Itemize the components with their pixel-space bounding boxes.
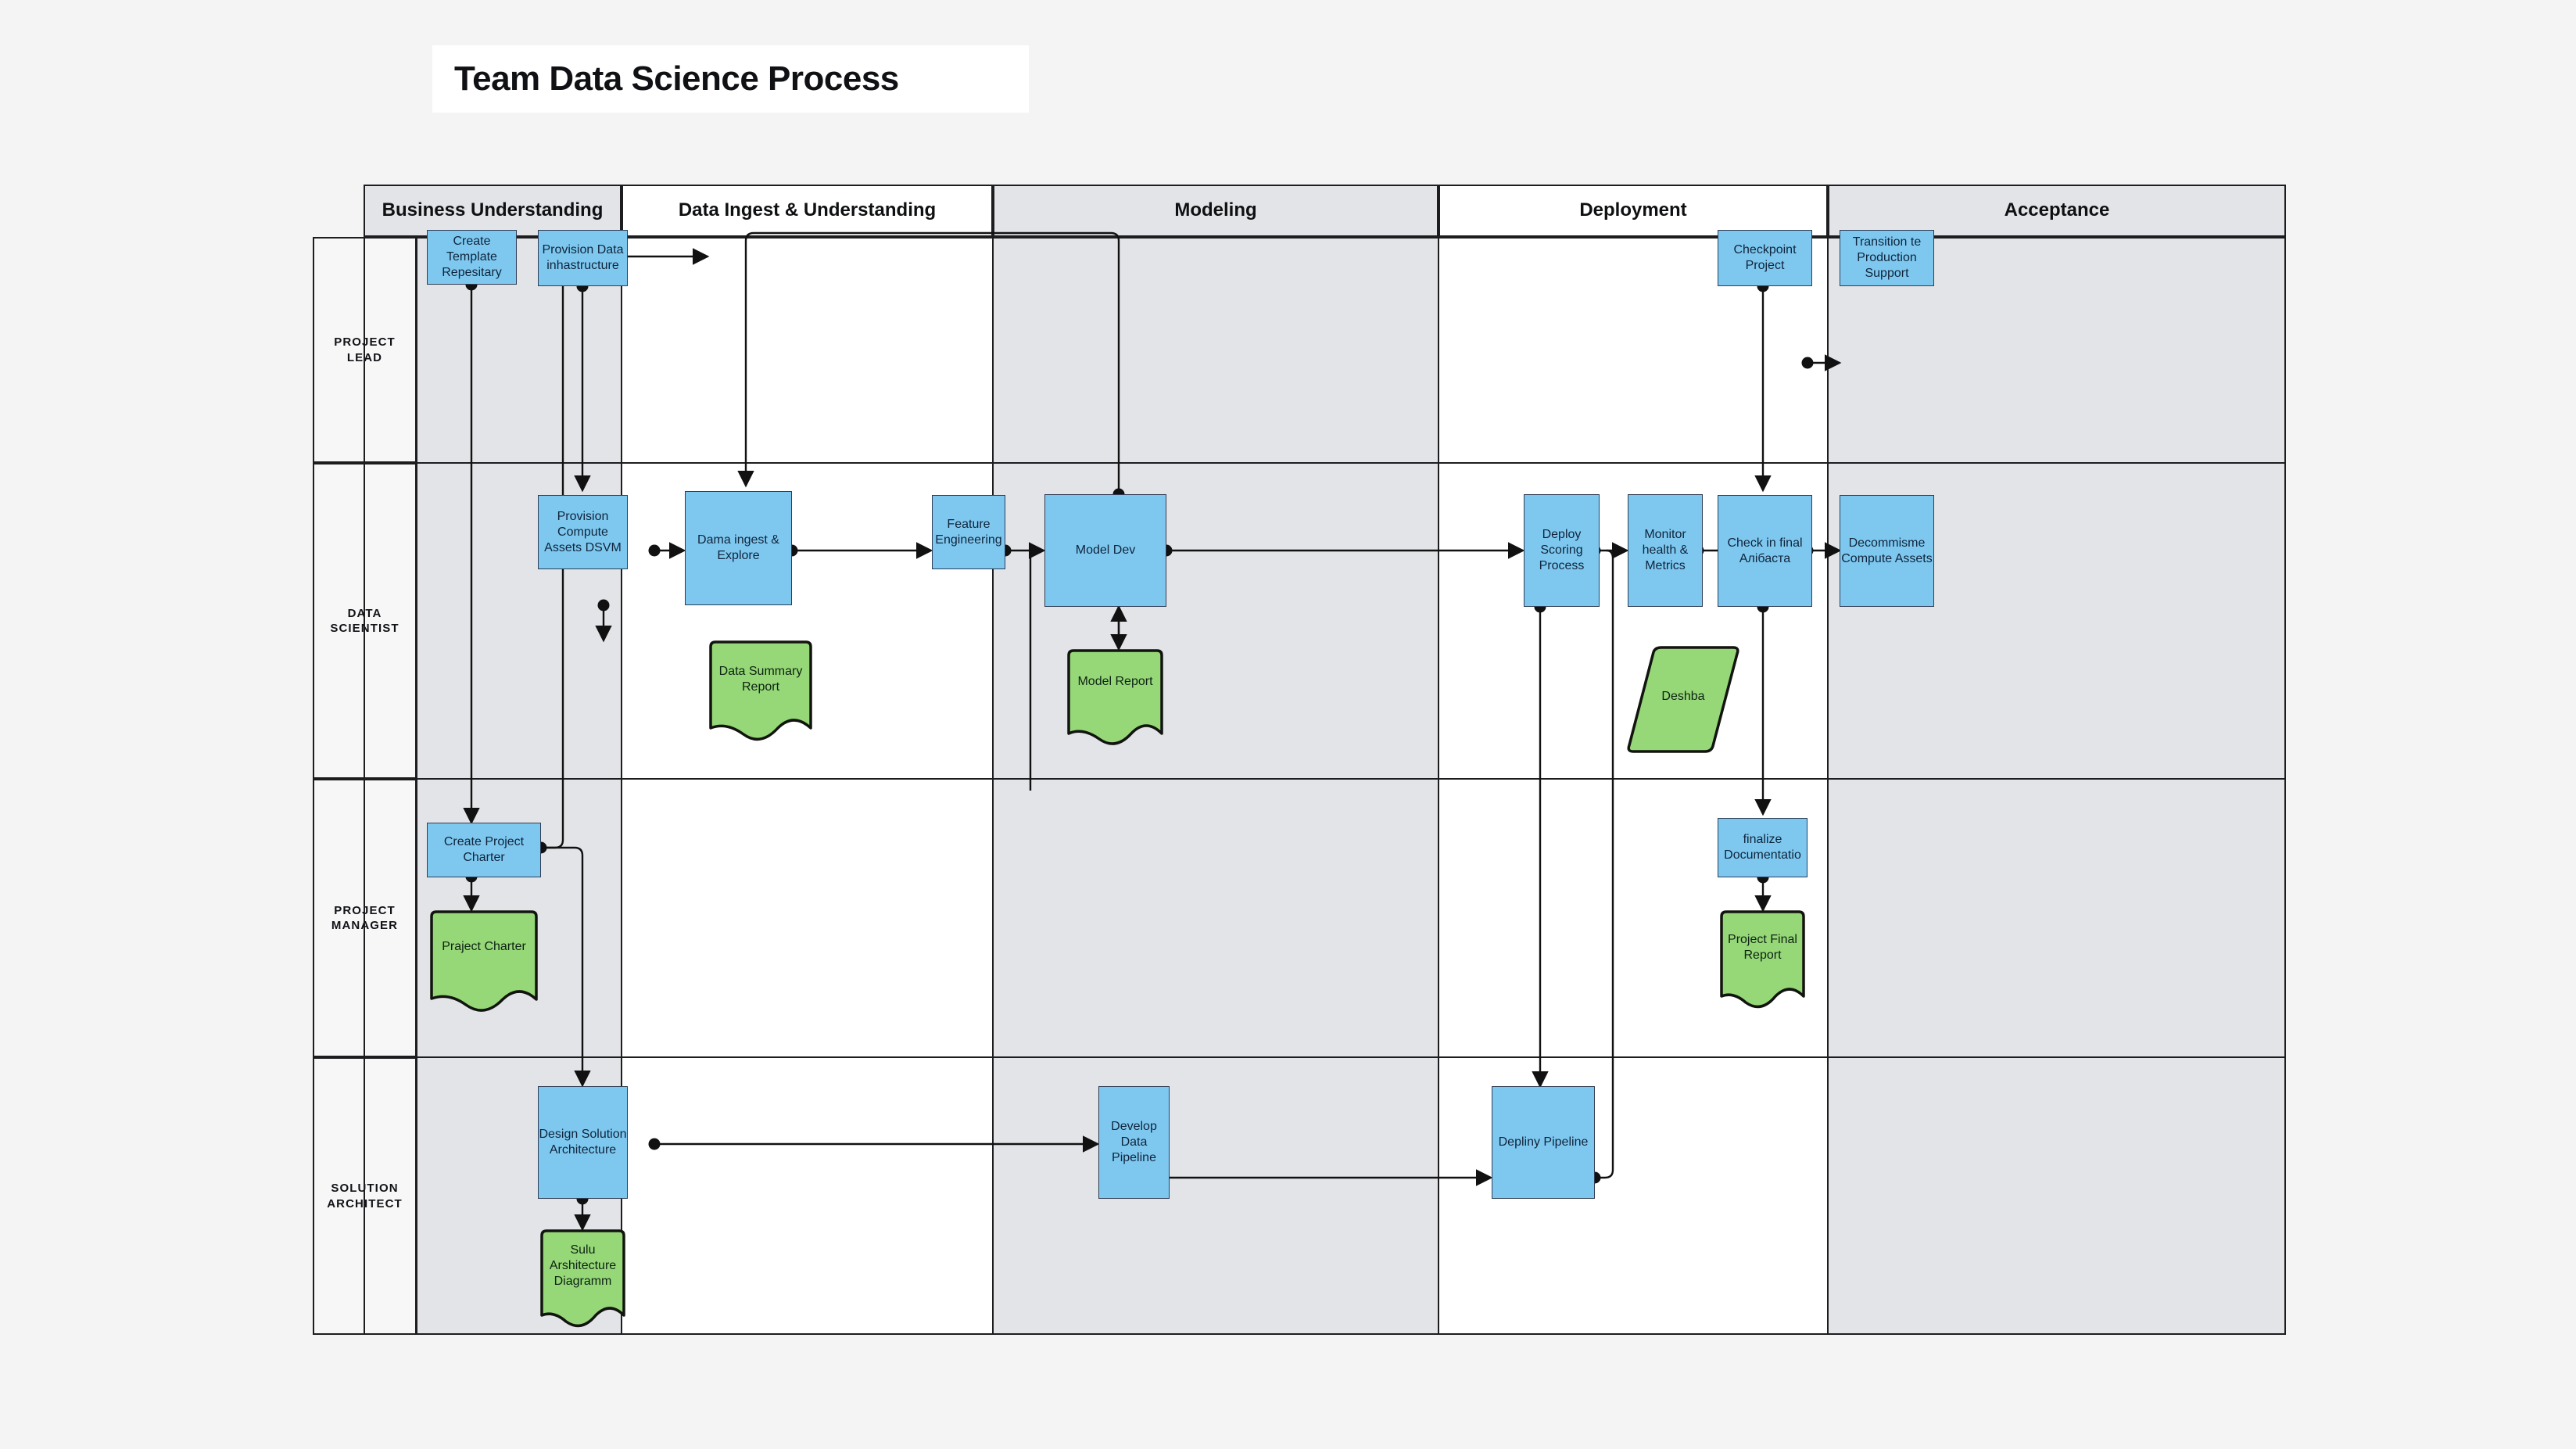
column-header-modeling: Modeling: [993, 185, 1438, 237]
node-checkpoint-project[interactable]: Checkpoint Project: [1718, 230, 1812, 286]
node-data-ingest-and-explore[interactable]: Dama ingest & Explore: [685, 491, 792, 605]
node-project-charter-doc[interactable]: [427, 910, 541, 1016]
connector-layer: [463, 231, 1842, 1232]
cell-pm-ac: [1828, 779, 2286, 1057]
node-deploy-scoring-process[interactable]: Deploy Scoring Process: [1524, 494, 1600, 607]
node-model-dev[interactable]: Model Dev: [1044, 494, 1166, 607]
cell-pm-di: [622, 779, 993, 1057]
node-create-template-repository[interactable]: Create Template Repesitary: [427, 230, 517, 285]
node-feature-engineering[interactable]: Feature Engineering: [932, 495, 1005, 569]
node-project-final-report[interactable]: [1718, 910, 1807, 1012]
column-header-data-ingest-understanding: Data Ingest & Understanding: [622, 185, 993, 237]
node-decommission-compute-assets[interactable]: Decommisme Compute Assets: [1840, 495, 1934, 607]
edge-monitor-down-to-pipeline: [1599, 549, 1614, 1179]
page-title: Team Data Science Process: [454, 59, 899, 98]
swimlane-grid: Business Understanding Data Ingest & Und…: [313, 185, 2286, 1397]
node-dashboard[interactable]: [1625, 646, 1741, 754]
column-header-deployment: Deployment: [1438, 185, 1828, 237]
node-design-solution-architecture[interactable]: Design Solution Architecture: [538, 1086, 628, 1199]
edge-model-dev-to-ingest-feedback: [737, 231, 1120, 494]
node-develop-data-pipeline[interactable]: Develop Data Pipeline: [1098, 1086, 1170, 1199]
node-provision-compute-assets-dsvm[interactable]: Provision Compute Assets DSVM: [538, 495, 628, 569]
node-finalize-documentation[interactable]: finalize Documentatio: [1718, 818, 1807, 877]
column-header-business-understanding: Business Understanding: [364, 185, 622, 237]
node-transition-to-production-support[interactable]: Transition te Production Support: [1840, 230, 1934, 286]
cell-pm-md: [993, 779, 1438, 1057]
cell-pl-di: [622, 237, 993, 463]
diagram-title-card: Team Data Science Process: [432, 45, 1029, 113]
node-deploy-pipeline[interactable]: Depliny Pipeline: [1492, 1086, 1595, 1199]
node-data-summary-report[interactable]: [706, 640, 815, 746]
edge-charter-to-design-solution: [541, 846, 591, 1088]
node-model-report[interactable]: [1064, 649, 1166, 749]
node-provision-data-infrastructure[interactable]: Provision Data inhastructure: [538, 230, 628, 286]
node-monitor-health-and-metrics[interactable]: Monitor health & Metrics: [1628, 494, 1703, 607]
node-create-project-charter[interactable]: Create Project Charter: [427, 823, 541, 877]
cell-pl-md: [993, 237, 1438, 463]
cell-sa-md: [993, 1057, 1438, 1335]
node-solution-architecture-diagram[interactable]: [538, 1229, 628, 1331]
node-check-in-final[interactable]: Check in final Алібаста: [1718, 495, 1812, 607]
cell-sa-ac: [1828, 1057, 2286, 1335]
